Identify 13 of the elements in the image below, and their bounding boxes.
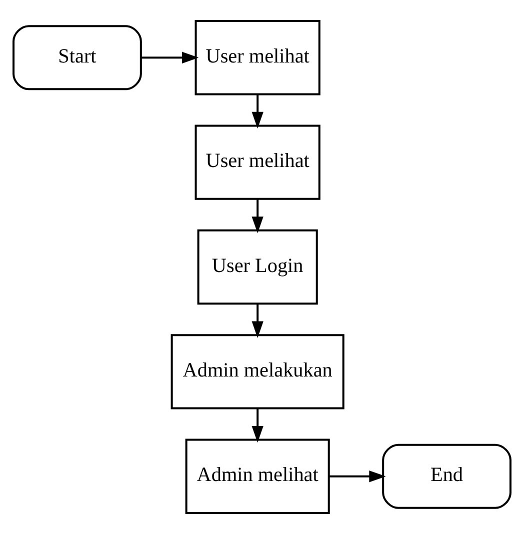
arrow xyxy=(252,94,264,129)
node-box: User melihat xyxy=(194,124,320,200)
arrow xyxy=(140,52,199,64)
node-box: Admin melihat xyxy=(185,438,330,514)
node-box: Start xyxy=(12,25,142,90)
arrow xyxy=(252,304,264,338)
arrow xyxy=(252,408,264,443)
node-box: User Login xyxy=(197,229,318,305)
node-box: Admin melakukan xyxy=(170,334,344,410)
node-box: End xyxy=(382,444,512,509)
arrow xyxy=(252,199,264,234)
arrow xyxy=(328,470,386,482)
node-box: User melihat xyxy=(194,20,320,96)
